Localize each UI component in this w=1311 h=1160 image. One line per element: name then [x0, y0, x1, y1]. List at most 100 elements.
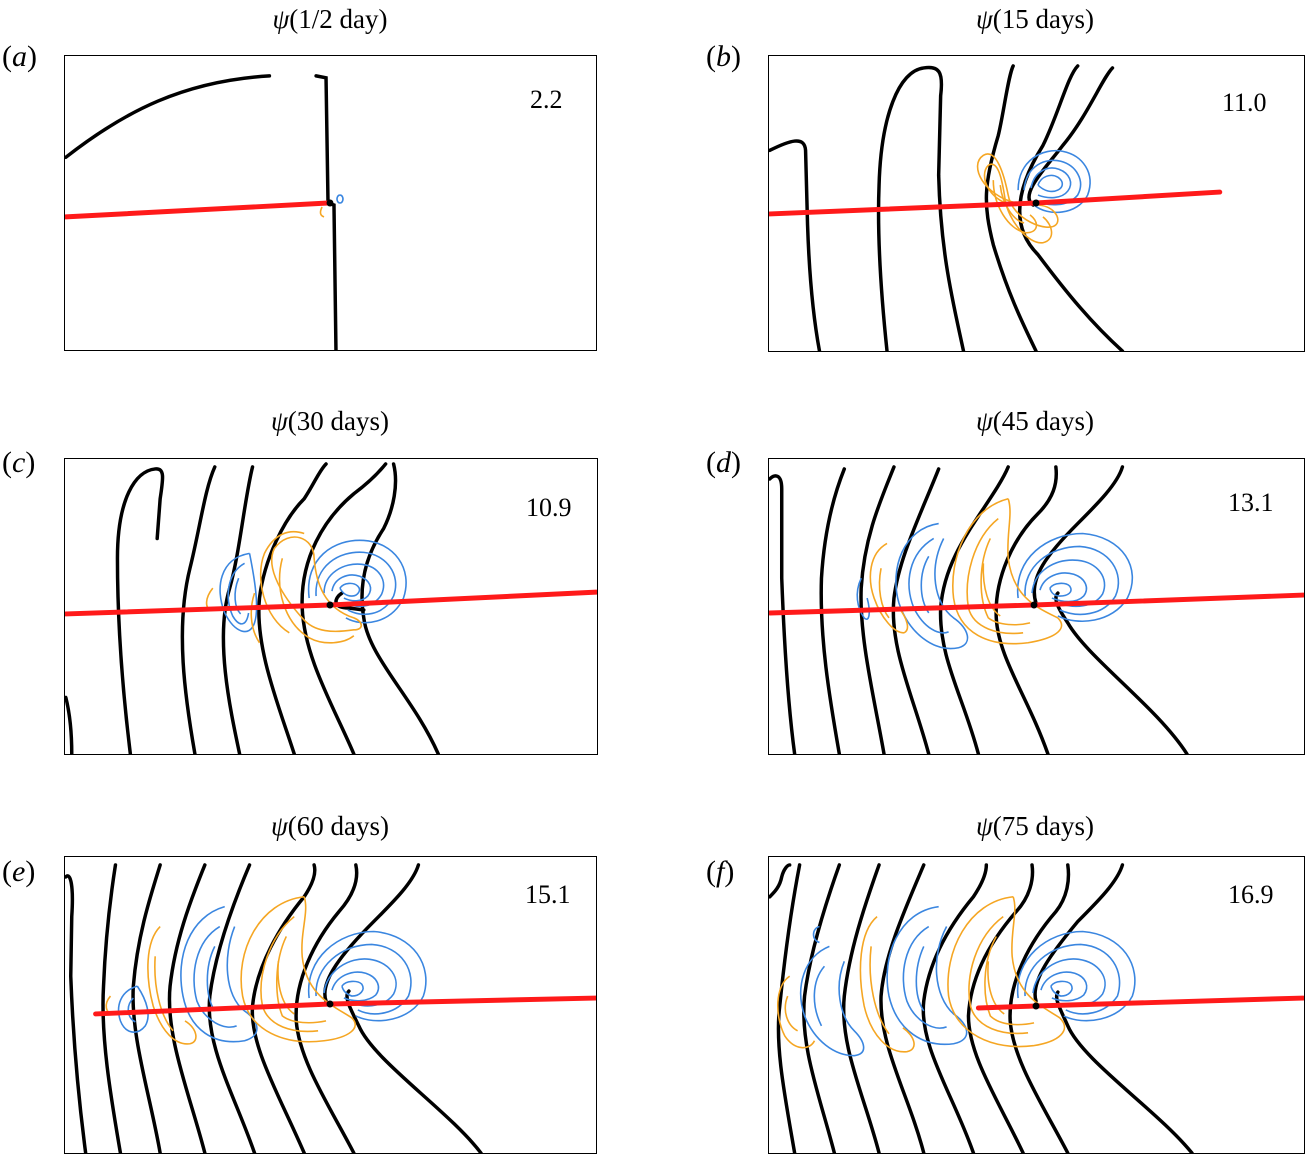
- panel-f-value: 16.9: [1228, 880, 1274, 909]
- positive-contour: [227, 562, 250, 625]
- streamline: [1054, 591, 1189, 754]
- center-dot: [1032, 1002, 1040, 1010]
- panel-b-svg: [769, 64, 1223, 351]
- panel-a-title: ψ(1/2 day): [272, 4, 388, 34]
- positive-contour: [323, 563, 385, 608]
- positive-contour: [339, 582, 361, 597]
- positive-contour: [1037, 174, 1064, 193]
- panel-b-value: 11.0: [1222, 88, 1267, 117]
- streamline: [1032, 465, 1125, 605]
- panel-e-plot: [64, 856, 597, 1154]
- negative-contour: [147, 925, 197, 1045]
- negative-contour: [319, 206, 325, 218]
- positive-contour: [856, 577, 871, 620]
- panel-e-title: ψ(60 days): [270, 811, 390, 841]
- streamline: [859, 465, 896, 754]
- negative-contour: [240, 895, 356, 1043]
- negative-contour: [276, 936, 327, 1024]
- streamline: [776, 863, 802, 1153]
- negative-contour: [984, 936, 1035, 1026]
- panel-b-title: ψ(15 days): [975, 4, 1095, 34]
- positive-contour: [180, 905, 258, 1043]
- streamline: [819, 467, 847, 754]
- positive-contour: [800, 945, 865, 1057]
- streamline: [250, 863, 317, 1153]
- negative-contour: [952, 497, 1063, 645]
- negative-contour: [976, 153, 1059, 228]
- streamline: [65, 874, 88, 1153]
- positive-contour: [193, 925, 237, 1028]
- negative-contour: [982, 563, 1001, 617]
- positive-contour: [307, 539, 407, 624]
- streamline: [938, 465, 1010, 754]
- panel-e-value: 15.1: [525, 880, 571, 909]
- panel-e-label: (e): [2, 855, 36, 888]
- panel-a-value: 2.2: [530, 85, 563, 114]
- streamline: [879, 863, 926, 1153]
- streamline: [891, 467, 941, 754]
- negative-contour: [987, 961, 1005, 1015]
- panel-d-svg: [769, 465, 1304, 754]
- panel-d-label: (d): [706, 446, 741, 479]
- negative-contour: [278, 558, 355, 644]
- negative-contour: [878, 568, 890, 619]
- panel-c-label: (c): [2, 446, 36, 479]
- positive-contour: [336, 194, 344, 204]
- center-dot: [326, 199, 334, 207]
- negative-contour: [784, 995, 799, 1032]
- positive-contour: [1016, 930, 1136, 1022]
- panel-f-svg: [769, 863, 1304, 1153]
- panel-c-value: 10.9: [526, 493, 572, 522]
- positive-contour: [1049, 582, 1072, 597]
- positive-contour: [1023, 159, 1082, 206]
- center-dot: [326, 601, 334, 609]
- negative-contour: [992, 180, 1038, 234]
- negative-contour: [859, 915, 915, 1053]
- streamline: [1027, 66, 1115, 207]
- panel-d-value: 13.1: [1228, 488, 1274, 517]
- panel-f-plot: [768, 856, 1305, 1154]
- panel-a-label: (a): [2, 40, 37, 73]
- streamline: [323, 863, 421, 1003]
- positive-contour: [315, 943, 412, 1015]
- streamline: [207, 863, 257, 1153]
- negative-contour: [277, 961, 295, 1015]
- positive-contour: [920, 555, 930, 614]
- center-dot: [1030, 601, 1038, 609]
- positive-contour: [1040, 971, 1088, 1002]
- streamline: [314, 74, 338, 350]
- positive-contour: [813, 965, 826, 1027]
- negative-contour: [270, 536, 363, 633]
- streamline: [257, 462, 328, 754]
- streamline: [769, 474, 797, 754]
- streamline: [65, 74, 272, 160]
- negative-contour: [260, 915, 319, 1033]
- positive-contour: [331, 574, 372, 602]
- positive-contour: [331, 971, 380, 1002]
- positive-contour: [206, 946, 216, 1012]
- positive-contour: [915, 946, 925, 1012]
- streamline: [966, 863, 1035, 1153]
- streamline: [984, 64, 1038, 351]
- panel-d-title: ψ(45 days): [975, 406, 1095, 436]
- negative-contour: [259, 530, 305, 634]
- streamline: [294, 863, 359, 1153]
- streamline: [1054, 990, 1194, 1153]
- streamline: [994, 465, 1059, 754]
- panel-b-label: (b): [706, 40, 741, 73]
- streamline: [360, 462, 441, 754]
- streamline: [180, 465, 217, 754]
- positive-contour: [1017, 149, 1091, 214]
- streamline: [769, 863, 792, 899]
- streamline: [769, 139, 822, 351]
- track-line: [975, 995, 1304, 1011]
- negative-contour: [154, 956, 174, 1032]
- panel-d-plot: [768, 458, 1305, 755]
- panel-c-svg: [65, 462, 597, 754]
- positive-contour: [1016, 532, 1133, 622]
- panel-e-svg: [65, 863, 596, 1153]
- streamline: [876, 65, 966, 351]
- track-line: [65, 200, 331, 220]
- positive-contour: [902, 925, 947, 1029]
- negative-contour: [999, 185, 1025, 224]
